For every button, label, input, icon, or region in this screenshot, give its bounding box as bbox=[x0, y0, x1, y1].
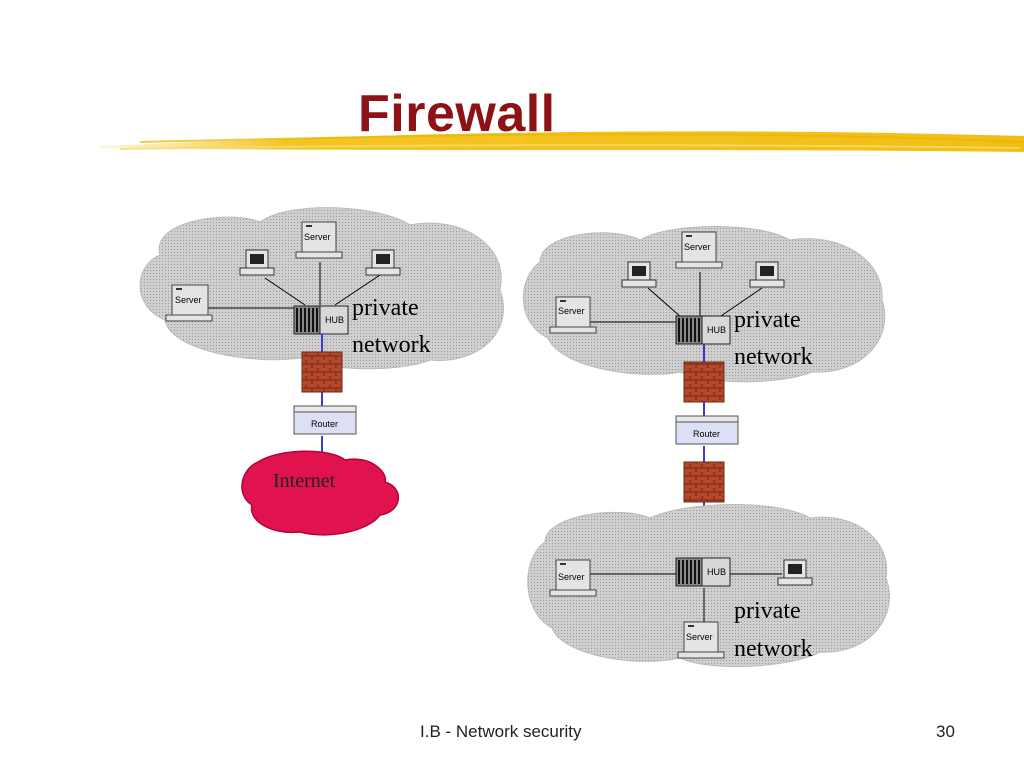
firewall-icon bbox=[683, 361, 725, 403]
server-label: Server bbox=[175, 295, 202, 305]
server-label: Server bbox=[558, 572, 585, 582]
hub-icon: HUB bbox=[293, 305, 349, 335]
right-top-private-cloud bbox=[522, 226, 886, 383]
firewall-icon bbox=[683, 461, 725, 503]
router-icon: Router bbox=[675, 415, 739, 445]
hub-label: HUB bbox=[707, 325, 726, 335]
hub-icon: HUB bbox=[675, 557, 731, 587]
server-label: Server bbox=[686, 632, 713, 642]
server-icon: Server bbox=[165, 284, 213, 322]
private-label-line1: private bbox=[734, 598, 801, 624]
hub-label: HUB bbox=[325, 315, 344, 325]
private-label-line2: network bbox=[734, 344, 813, 370]
private-label-line2: network bbox=[352, 332, 431, 358]
server-label: Server bbox=[558, 306, 585, 316]
server-icon: Server bbox=[677, 621, 725, 659]
router-label: Router bbox=[311, 419, 338, 429]
title-brush-stroke bbox=[100, 131, 1024, 152]
page-number: 30 bbox=[936, 722, 955, 741]
private-label-line1: private bbox=[352, 295, 419, 321]
private-label-line1: private bbox=[734, 307, 801, 333]
private-label-line2: network bbox=[734, 636, 813, 662]
server-label: Server bbox=[304, 232, 331, 242]
workstation-icon bbox=[749, 261, 785, 288]
internet-label: Internet bbox=[273, 470, 336, 492]
server-label: Server bbox=[684, 242, 711, 252]
workstation-icon bbox=[621, 261, 657, 288]
slide-title: Firewall bbox=[358, 85, 556, 143]
internet-cloud: Internet bbox=[241, 450, 400, 536]
hub-label: HUB bbox=[707, 567, 726, 577]
router-icon: Router bbox=[293, 405, 357, 435]
hub-icon: HUB bbox=[675, 315, 731, 345]
workstation-icon bbox=[239, 249, 275, 276]
right-bottom-private-network: Server Server HUB private network bbox=[527, 504, 890, 668]
left-private-cloud bbox=[139, 207, 504, 370]
firewall-icon bbox=[301, 351, 343, 393]
server-icon: Server bbox=[549, 559, 597, 597]
left-private-network: Server Server HUB private network bbox=[139, 207, 504, 370]
workstation-icon bbox=[777, 559, 813, 586]
footer-text: I.B - Network security bbox=[420, 722, 582, 741]
router-label: Router bbox=[693, 429, 720, 439]
workstation-icon bbox=[365, 249, 401, 276]
server-icon: Server bbox=[295, 221, 343, 259]
server-icon: Server bbox=[675, 231, 723, 269]
right-top-private-network: Server Server HUB private network bbox=[522, 226, 886, 383]
server-icon: Server bbox=[549, 296, 597, 334]
